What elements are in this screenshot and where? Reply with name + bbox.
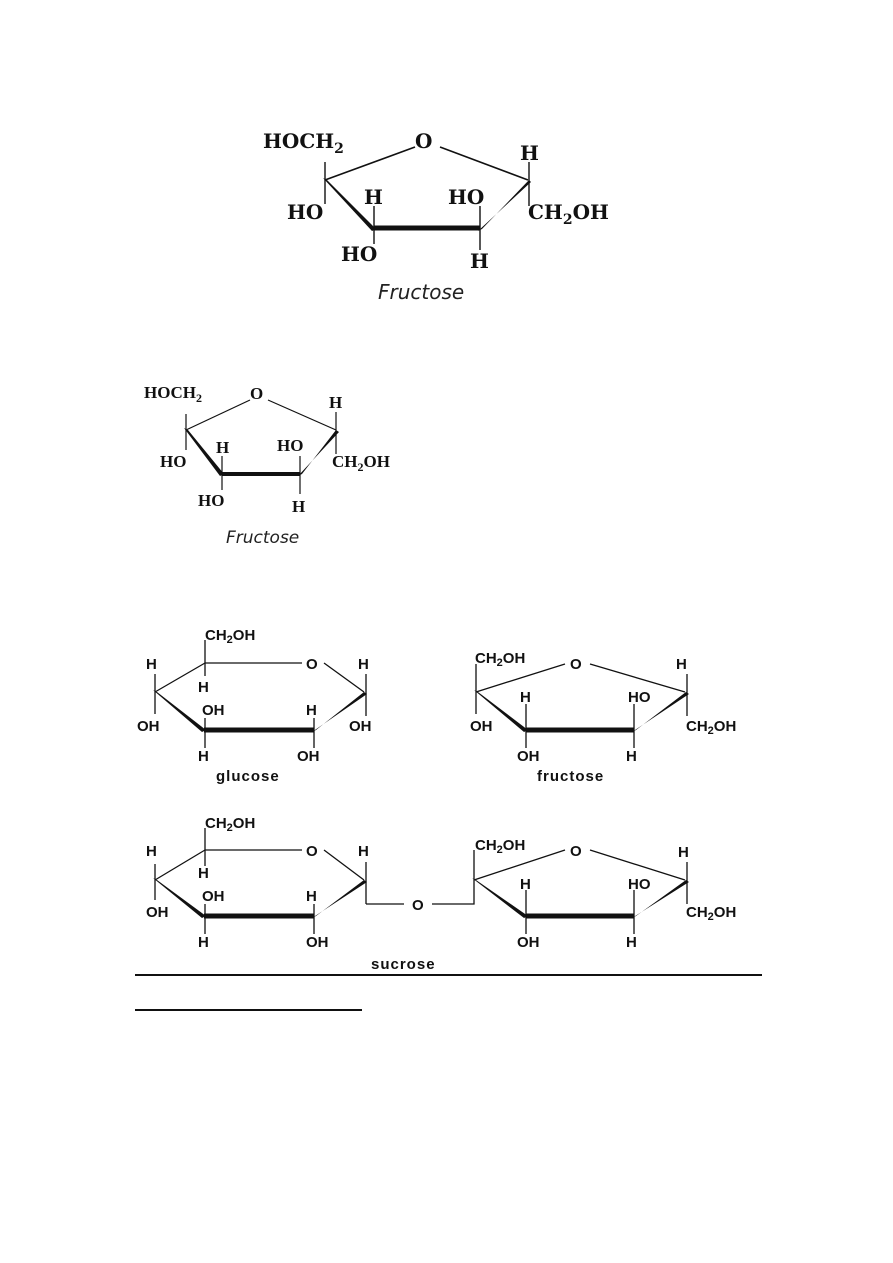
atom-c3-h: H <box>520 689 531 706</box>
atom-glc-ring-o: O <box>306 843 318 860</box>
atom-c3-h: H <box>198 748 209 765</box>
atom-glc-c2-oh: OH <box>306 934 329 951</box>
glucose-structure: CH2OH O H H OH OH H H OH H OH glucose <box>137 627 372 785</box>
atom-ch2oh-right: CH2OH <box>686 718 736 737</box>
atom-ch2oh: CH2OH <box>528 200 609 228</box>
bond-c2-o <box>475 663 566 693</box>
atom-glc-c2-h: H <box>306 888 317 905</box>
bond-glc-c4-c3-wedge <box>153 878 206 918</box>
atom-glc-c1-h: H <box>358 843 369 860</box>
atom-fru-c4-ho: HO <box>628 876 651 893</box>
bond-glc-c2-c1-wedge <box>312 880 367 918</box>
atom-glc-ch2oh: CH2OH <box>205 815 255 834</box>
atom-fru-c3-h: H <box>520 876 531 893</box>
atom-c4-h: H <box>292 497 305 516</box>
bond-fru-c4-c5-wedge <box>632 880 689 918</box>
bond-c2-c1-wedge <box>312 692 367 732</box>
atom-c4-oh: HO <box>448 185 484 209</box>
bond-glc-c5-c4 <box>154 849 206 881</box>
atom-c5-h: H <box>676 656 687 673</box>
bond-c4-c5-wedge <box>478 180 531 231</box>
atom-ch2oh: CH2OH <box>332 452 390 474</box>
bond-c2-o <box>324 146 416 181</box>
bond-fru-c2-o <box>473 849 566 881</box>
bond-glc-o-c1 <box>323 849 365 881</box>
bond-c2-c3-wedge <box>323 178 376 231</box>
atom-c4-h: H <box>470 249 489 273</box>
bond-o-c5 <box>439 146 529 181</box>
bond-link-right <box>432 850 475 905</box>
atom-c1-oh: OH <box>349 718 372 735</box>
atom-fru-c4-h: H <box>626 934 637 951</box>
bond-fru-o-c5 <box>589 849 686 881</box>
atom-c2-oh: HO <box>160 452 186 471</box>
bond-c5-c4 <box>154 662 206 693</box>
atom-glc-c3-h: H <box>198 934 209 951</box>
atom-c2-h: H <box>306 702 317 719</box>
fructose-structure-large: HOCH2 O HO H HO HO H H CH2OH Fructose <box>263 129 609 304</box>
atom-c5-h: H <box>198 679 209 696</box>
atom-ring-o: O <box>415 129 432 153</box>
atom-c4-h: H <box>626 748 637 765</box>
bond-fru-c2-c3-wedge <box>472 878 528 918</box>
caption-glucose: glucose <box>216 768 280 785</box>
atom-c3-oh: OH <box>517 748 540 765</box>
atom-fru-c5-h: H <box>678 844 689 861</box>
atom-c1-h: H <box>358 656 369 673</box>
atom-ring-o: O <box>570 656 582 673</box>
atom-c4-oh: HO <box>277 436 303 455</box>
atom-fru-c3-oh: OH <box>517 934 540 951</box>
bond-c4-c5-wedge <box>632 692 689 732</box>
bond-o-c5 <box>589 663 686 693</box>
atom-c5-h: H <box>520 141 539 165</box>
atom-c2-oh: OH <box>297 748 320 765</box>
bond-o-c1 <box>323 662 365 693</box>
caption-fructose-small: Fructose <box>226 528 299 548</box>
atom-c3-h: H <box>364 185 383 209</box>
atom-link-o: O <box>412 897 424 914</box>
atom-hoch2: HOCH2 <box>263 129 344 157</box>
sucrose-structure: CH2OH O H H OH OH H H OH H O CH2OH O H H… <box>146 815 736 973</box>
bond-c4-c3-wedge <box>153 690 206 732</box>
atom-c5-h: H <box>329 393 342 412</box>
atom-glc-c4-h: H <box>146 843 157 860</box>
atom-c3-oh: HO <box>198 491 224 510</box>
atom-ring-o: O <box>306 656 318 673</box>
caption-sucrose: sucrose <box>371 956 436 973</box>
atom-c3-oh: OH <box>202 702 225 719</box>
caption-fructose-large: Fructose <box>378 280 464 304</box>
atom-c3-oh: HO <box>341 242 377 266</box>
bond-c2-c3-wedge <box>184 428 224 476</box>
bond-o-c5 <box>267 399 337 431</box>
bond-c2-o <box>185 399 251 431</box>
atom-c4-oh: OH <box>137 718 160 735</box>
fructose-structure-small: HOCH2 O HO H HO HO H H CH2OH Fructose <box>144 383 390 548</box>
atom-c4-ho: HO <box>628 689 651 706</box>
atom-ch2oh: CH2OH <box>205 627 255 646</box>
atom-c2-oh: OH <box>470 718 493 735</box>
fructose-structure-sans: CH2OH O H OH H OH HO H CH2OH fructose <box>470 650 736 785</box>
bond-c2-c3-wedge <box>474 690 528 732</box>
atom-fru-ch2oh-right: CH2OH <box>686 904 736 923</box>
atom-c4-h: H <box>146 656 157 673</box>
atom-hoch2: HOCH2 <box>144 383 202 405</box>
atom-c2-oh: HO <box>287 200 323 224</box>
atom-glc-c4-oh: OH <box>146 904 169 921</box>
atom-ring-o: O <box>250 384 263 403</box>
caption-fructose: fructose <box>537 768 604 785</box>
atom-fru-ch2oh-left: CH2OH <box>475 837 525 856</box>
atom-fru-ring-o: O <box>570 843 582 860</box>
atom-glc-c5-h: H <box>198 865 209 882</box>
atom-ch2oh-left: CH2OH <box>475 650 525 669</box>
atom-c3-h: H <box>216 438 229 457</box>
bond-c4-c5-wedge <box>298 430 339 476</box>
atom-glc-c3-oh: OH <box>202 888 225 905</box>
